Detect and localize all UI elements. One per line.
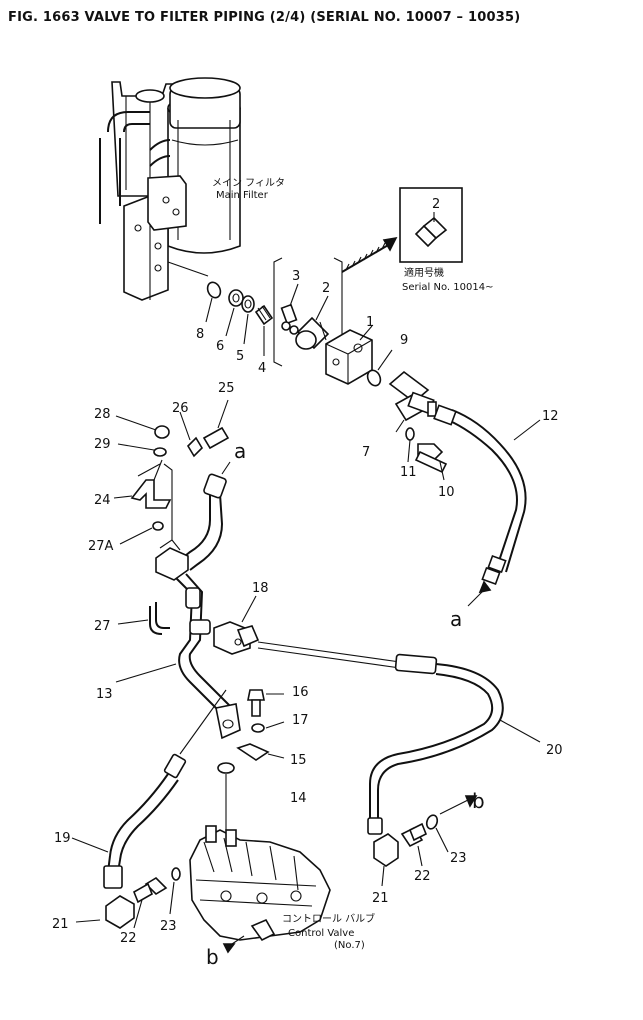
callout-17: 17 [292, 713, 309, 728]
sub-assembly-2-3 [273, 257, 343, 367]
callout-21-right: 21 [372, 891, 389, 906]
callout-20: 20 [546, 743, 563, 758]
ref-b-bottom: b [206, 945, 219, 969]
callout-22-right: 22 [414, 869, 431, 884]
ref-a-top: a [234, 439, 246, 463]
control-valve: コントロール バルブ Control Valve (No.7) [189, 825, 375, 954]
callout-22-left: 22 [120, 931, 137, 946]
block-part-1 [325, 325, 373, 385]
leader-lines [113, 321, 327, 683]
callout-19: 19 [54, 831, 71, 846]
ref-b-right: b [472, 789, 485, 813]
page-title: FIG. 1663 VALVE TO FILTER PIPING (2/4) (… [8, 10, 521, 25]
inset-jp-label: 適用号機 [404, 266, 444, 279]
main-filter-label: Main Filter [216, 190, 269, 201]
callout-6: 6 [216, 339, 224, 354]
callout-2: 2 [322, 281, 330, 296]
callout-13: 13 [96, 687, 113, 702]
hose-19 [71, 689, 227, 889]
callout-16: 16 [292, 685, 309, 700]
callout-4: 4 [258, 361, 266, 376]
ref-a-bottom: a [450, 607, 462, 631]
fittings-left [75, 867, 181, 929]
control-valve-label: Control Valve [288, 928, 354, 939]
hose-20 [367, 653, 541, 835]
parts-14-15-16-17 [217, 689, 285, 830]
callout-26: 26 [172, 401, 189, 416]
callout-27: 27 [94, 619, 111, 634]
callout-27a: 27A [88, 539, 114, 554]
callout-24: 24 [94, 493, 111, 508]
callout-labels: 1 2 3 4 5 6 7 8 9 10 11 12 13 14 15 16 1… [52, 269, 563, 946]
control-valve-number: (No.7) [334, 940, 365, 951]
part-9-7 [366, 349, 437, 433]
pipe-13 [155, 461, 241, 740]
main-filter-assembly: メイン フィルタ Main Filter [99, 77, 285, 301]
callout-25: 25 [218, 381, 235, 396]
inset-part-label: 2 [432, 197, 440, 212]
callout-1: 1 [366, 315, 374, 330]
callout-15: 15 [290, 753, 307, 768]
tee-18 [213, 595, 401, 669]
callout-3: 3 [292, 269, 300, 284]
callout-8: 8 [196, 327, 204, 342]
callout-5: 5 [236, 349, 244, 364]
callout-29: 29 [94, 437, 111, 452]
part-27 [117, 527, 170, 635]
fittings-right [373, 795, 478, 887]
callout-7: 7 [362, 445, 370, 460]
main-filter-jp-label: メイン フィルタ [212, 177, 285, 189]
serial-inset: 2 適用号機 Serial No. 10014~ [341, 187, 493, 293]
callout-11: 11 [400, 465, 417, 480]
callout-18: 18 [252, 581, 269, 596]
callout-14: 14 [290, 791, 307, 806]
control-valve-jp-label: コントロール バルブ [282, 912, 375, 925]
inset-serial-label: Serial No. 10014~ [402, 282, 493, 293]
bolt-10-washer-11 [405, 427, 448, 481]
bracket-24 [130, 425, 230, 551]
callout-21-left: 21 [52, 917, 69, 932]
callout-12: 12 [542, 409, 559, 424]
callout-23-right: 23 [450, 851, 467, 866]
hose-12 [433, 404, 541, 607]
callout-28: 28 [94, 407, 111, 422]
callout-10: 10 [438, 485, 455, 500]
small-fittings [205, 281, 274, 356]
callout-23-left: 23 [160, 919, 177, 934]
reference-letters: a a b b [206, 439, 485, 969]
callout-9: 9 [400, 333, 408, 348]
